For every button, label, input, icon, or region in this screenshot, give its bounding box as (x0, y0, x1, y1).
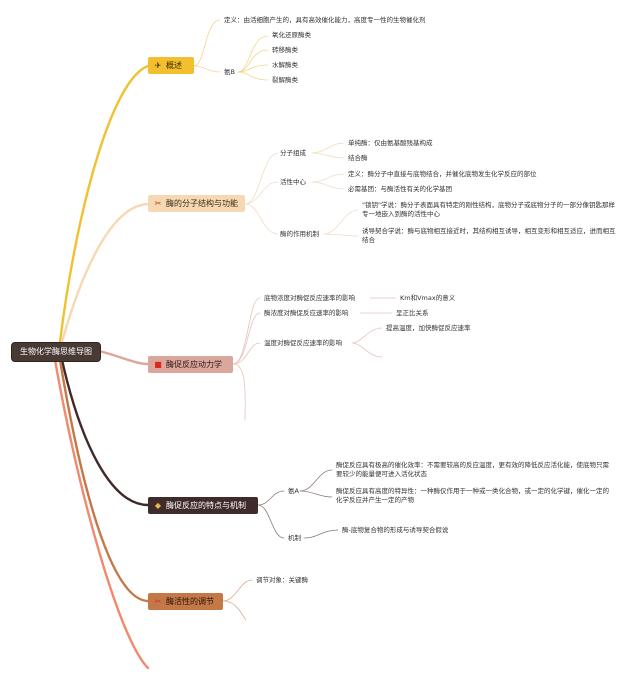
branch-overview[interactable]: ✈ 概述 (148, 57, 194, 74)
kinetics-item[interactable]: 酶浓度对酶促反应速率的影响 (264, 309, 349, 317)
composition-node[interactable]: 分子组成 (280, 149, 306, 157)
regulation-item[interactable]: 调节对象：关键酶 (256, 576, 308, 584)
root-node[interactable]: 生物化学酶思维导图 (11, 342, 101, 362)
overview-item[interactable]: 转移酶类 (272, 46, 298, 54)
mechanism-item[interactable]: 诱导契合学说：酶与底物相互接近时，其结构相互诱导，相互变形和相互适应，进而相互结… (362, 227, 616, 244)
kinetics-item[interactable]: 温度对酶促反应速率的影响 (264, 339, 342, 347)
overview-item[interactable]: 氧化还原酶类 (272, 31, 311, 39)
mechanism-node[interactable]: 酶的作用机制 (280, 230, 319, 238)
overview-item[interactable]: 水解酶类 (272, 61, 298, 69)
active-center-item[interactable]: 定义：酶分子中直接与底物结合，并催化底物发生化学反应的部位 (348, 170, 537, 178)
flag-icon: ■ (154, 360, 162, 369)
gem-icon: ◆ (154, 501, 162, 510)
branch-characteristics-label: 酶促反应的特点与机制 (166, 501, 246, 510)
kinetics-item[interactable]: 底物浓度对酶促反应速率的影响 (264, 294, 355, 302)
branch-structure[interactable]: ✂ 酶的分子结构与功能 (148, 195, 245, 212)
kinetics-note[interactable]: 提高温度，加快酶促反应速率 (386, 324, 471, 332)
characteristics-item[interactable]: 酶促反应具有极高的催化效率：不需要较高的反应温度，更有效的降低反应活化能，使底物… (336, 461, 609, 478)
mechanism-item[interactable]: "锁钥"学说：酶分子表面具有特定的刚性结构，底物分子或底物分子的一部分像钥匙那样… (362, 201, 615, 218)
overview-definition[interactable]: 定义：由活细胞产生的，具有高效催化能力，高度专一性的生物催化剂 (224, 16, 426, 24)
branch-regulation-label: 酶活性的调节 (166, 597, 214, 606)
plane-icon: ✈ (154, 61, 162, 70)
scissors-icon: ✂ (154, 199, 162, 208)
composition-item[interactable]: 结合酶 (348, 154, 368, 162)
overview-item[interactable]: 裂解酶类 (272, 76, 298, 84)
branch-regulation[interactable]: ✂ 酶活性的调节 (148, 593, 223, 610)
composition-item[interactable]: 单纯酶：仅由氨基酸残基构成 (348, 139, 433, 147)
branch-characteristics[interactable]: ◆ 酶促反应的特点与机制 (148, 497, 258, 514)
characteristics-mechanism-node[interactable]: 机制 (288, 534, 301, 542)
branch-overview-label: 概述 (166, 61, 182, 70)
overview-sub[interactable]: 氨B (224, 68, 235, 76)
active-center-item[interactable]: 必需基团：与酶活性有关的化学基团 (348, 185, 452, 193)
characteristics-sub[interactable]: 氨A (288, 487, 299, 495)
scissors-icon: ✂ (154, 597, 162, 606)
characteristics-mechanism-item[interactable]: 酶-底物复合物的形成与诱导契合假说 (342, 526, 449, 534)
characteristics-item[interactable]: 酶促反应具有高度的特异性：一种酶仅作用于一种或一类化合物，或一定的化学键，催化一… (336, 487, 609, 504)
branch-kinetics[interactable]: ■ 酶促反应动力学 (148, 356, 233, 373)
branch-structure-label: 酶的分子结构与功能 (166, 199, 238, 208)
kinetics-note[interactable]: 呈正比关系 (396, 309, 429, 317)
kinetics-note[interactable]: Km和Vmax的意义 (400, 294, 456, 302)
active-center-node[interactable]: 活性中心 (280, 178, 306, 186)
branch-kinetics-label: 酶促反应动力学 (166, 360, 222, 369)
